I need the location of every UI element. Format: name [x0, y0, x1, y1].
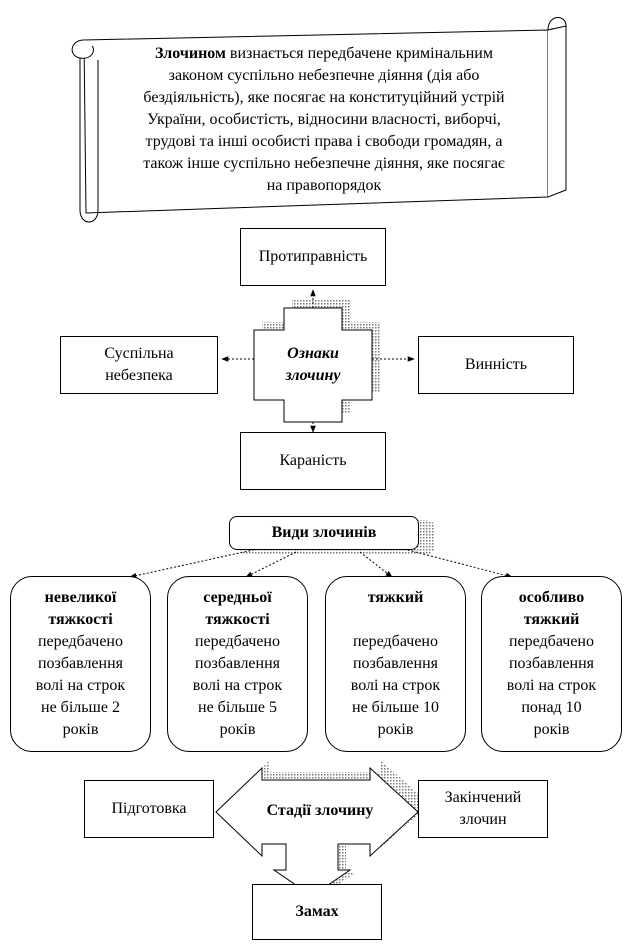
definition-line: бездіяльність), яке посягає на конституц…: [143, 89, 505, 106]
definition-line: на правопорядок: [266, 177, 382, 194]
type-desc-line: позбавлення: [508, 655, 595, 672]
type-desc-line: років: [533, 721, 570, 738]
type-desc-line: позбавлення: [352, 655, 439, 672]
sign-label: Протиправність: [258, 248, 368, 265]
type-desc-line: років: [377, 721, 414, 738]
type-desc-line: волі на строк: [350, 677, 441, 694]
sign-label: небезпека: [105, 367, 173, 384]
type-desc-line: років: [219, 721, 256, 738]
sign-punishability: Караність: [240, 432, 386, 490]
definition-term: Злочином: [155, 45, 226, 62]
sign-social-danger: Суспільна небезпека: [60, 336, 218, 394]
arrow-type-4: [399, 547, 513, 579]
type-desc-line: не більше 2: [41, 699, 120, 716]
definition-line: також інше суспільно небезпечне діяння, …: [143, 155, 505, 172]
definition-scroll: [71, 17, 567, 223]
signs-center-line: Ознаки: [287, 345, 339, 362]
stage-completed: Закінчений злочин: [418, 780, 548, 838]
signs-center-line: злочину: [285, 367, 341, 384]
stages-center: Стадії злочину: [240, 798, 400, 824]
sign-label: Караність: [279, 452, 347, 469]
stage-label: Підготовка: [111, 800, 187, 817]
type-desc-line: передбачено: [37, 633, 123, 650]
type-desc-line: не більше 10: [352, 699, 439, 716]
sign-guilt: Винність: [418, 336, 574, 394]
stage-label: Замах: [295, 903, 339, 920]
type-desc-line: передбачено: [508, 633, 594, 650]
sign-label: Винність: [464, 356, 528, 373]
definition-line: України, особистість, відносини власност…: [147, 111, 501, 128]
stage-preparation: Підготовка: [84, 780, 214, 838]
sign-label: Суспільна: [104, 345, 174, 362]
type-desc-line: не більше 5: [198, 699, 277, 716]
stage-attempt: Замах: [252, 884, 382, 940]
stage-label: злочин: [459, 811, 507, 828]
type-desc-line: позбавлення: [37, 655, 124, 672]
type-desc-line: позбавлення: [194, 655, 281, 672]
sign-unlawfulness: Протиправність: [240, 228, 386, 286]
arrow-type-1: [129, 547, 263, 579]
definition-line: законом суспільно небезпечне діяння (дія…: [168, 67, 480, 84]
definition-line: визнається передбачене кримінальним: [229, 45, 493, 62]
type-desc-line: передбачено: [352, 633, 438, 650]
signs-center: Ознаки злочину: [254, 330, 372, 400]
definition-text: Злочином визнається передбачене кримінал…: [104, 44, 544, 196]
type-desc-line: волі на строк: [192, 677, 283, 694]
definition-line: трудові та інші особисті права і свободи…: [145, 133, 503, 150]
type-desc-line: волі на строк: [506, 677, 597, 694]
stages-arrow-shape: [215, 760, 430, 900]
arrow-type-3: [359, 551, 393, 578]
type-desc-line: волі на строк: [35, 677, 126, 694]
stages-center-label: Стадії злочину: [266, 802, 374, 819]
arrow-type-2: [245, 551, 297, 578]
type-desc-line: років: [62, 721, 99, 738]
types-title: Види злочинів: [229, 516, 419, 550]
type-desc-line: понад 10: [521, 699, 582, 716]
type-desc-line: передбачено: [194, 633, 280, 650]
signs-cross: [253, 300, 380, 423]
types-title-label: Види злочинів: [271, 524, 377, 541]
stage-label: Закінчений: [444, 789, 522, 806]
type-name: тяжкий: [367, 589, 424, 606]
type-card-grave: тяжкий передбачено позбавлення волі на с…: [325, 576, 466, 752]
